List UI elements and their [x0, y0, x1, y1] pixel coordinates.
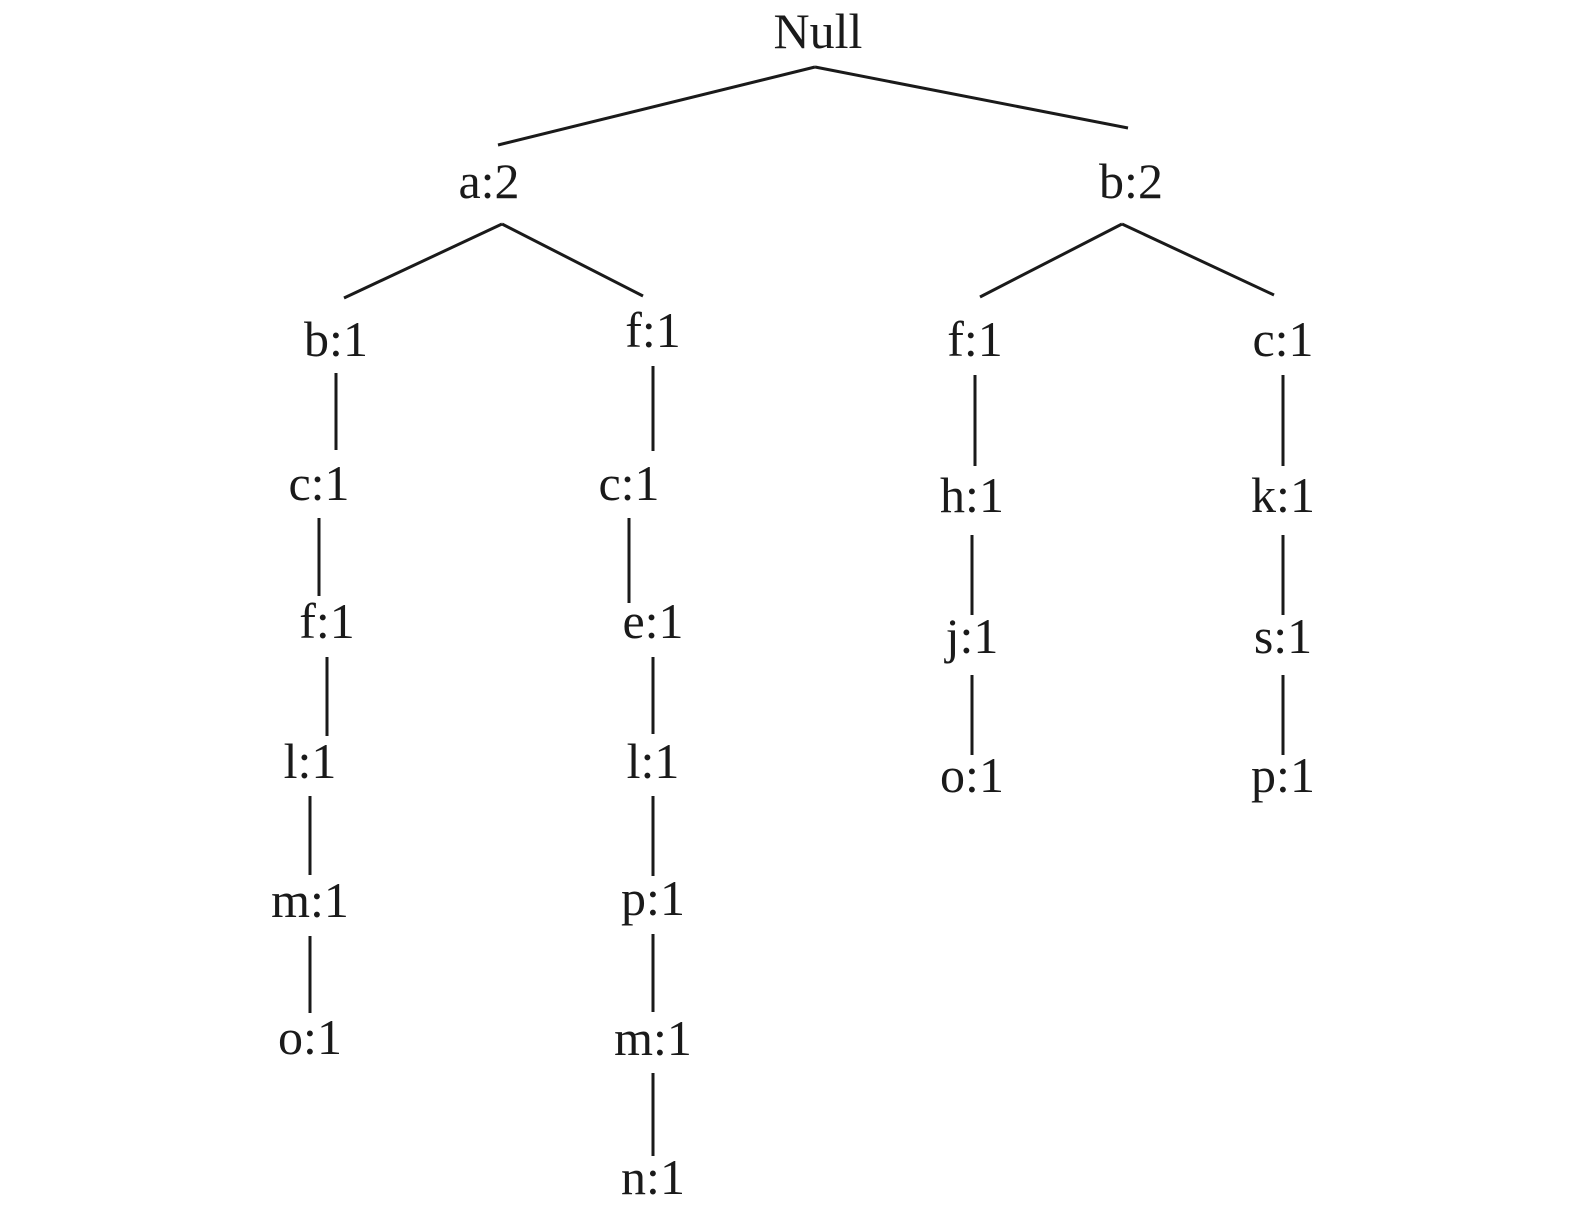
- node-a-b-2: c:1: [288, 455, 349, 511]
- node-a2: a:2: [458, 153, 519, 209]
- edge-null-a: [497, 65, 816, 147]
- node-b-c-1: c:1: [1252, 311, 1313, 367]
- node-b-f-3: j:1: [944, 608, 999, 664]
- node-a-f-5: p:1: [621, 870, 685, 926]
- edge-b-c1: [1121, 222, 1275, 297]
- node-a-b-1: b:1: [304, 311, 368, 367]
- root-node: Null: [774, 3, 863, 59]
- node-a-f-4: l:1: [627, 733, 680, 789]
- edge-a-f1: [501, 222, 644, 298]
- node-a-b-6: o:1: [278, 1009, 342, 1065]
- node-a-b-3: f:1: [299, 593, 355, 649]
- node-a-f-2: c:1: [598, 455, 659, 511]
- edge-b-f1: [979, 222, 1123, 299]
- node-b-f-2: h:1: [940, 467, 1004, 523]
- node-b-c-2: k:1: [1251, 467, 1315, 523]
- node-a-b-4: l:1: [284, 733, 337, 789]
- node-a-f-3: e:1: [622, 593, 683, 649]
- node-a-f-6: m:1: [614, 1010, 692, 1066]
- node-b-c-4: p:1: [1251, 747, 1315, 803]
- edge-a-b1: [343, 222, 503, 300]
- node-b2: b:2: [1099, 153, 1163, 209]
- node-b-f-4: o:1: [940, 747, 1004, 803]
- edge-null-b: [814, 65, 1129, 130]
- node-b-f-1: f:1: [947, 311, 1003, 367]
- node-b-c-3: s:1: [1254, 608, 1312, 664]
- node-a-f-7: n:1: [621, 1149, 685, 1205]
- node-a-f-1: f:1: [625, 302, 681, 358]
- node-a-b-5: m:1: [271, 872, 349, 928]
